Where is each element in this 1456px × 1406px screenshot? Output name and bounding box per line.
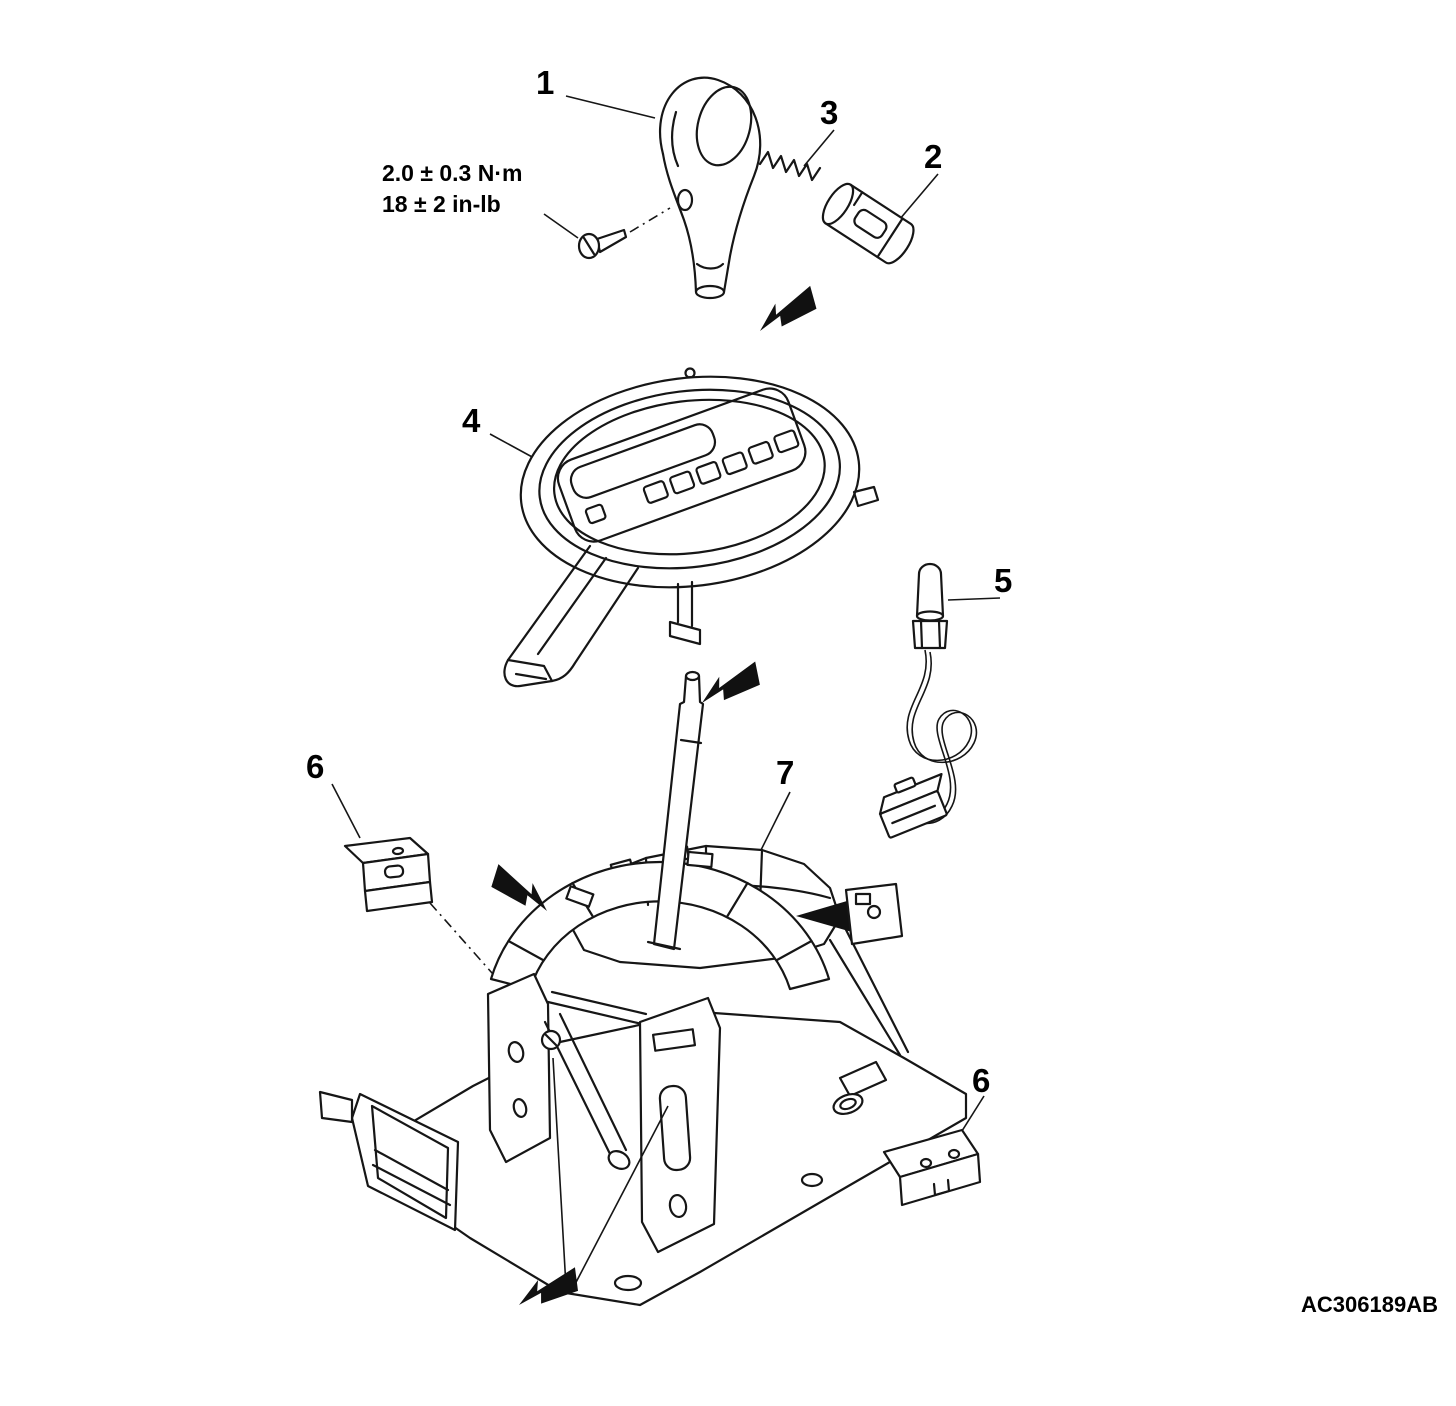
part-label-1: 1 (536, 64, 555, 101)
torque-spec-note: 2.0 ± 0.3 N·m 18 ± 2 in-lb (382, 158, 522, 220)
part-label-3: 3 (820, 94, 839, 131)
base-assembly-drawing (318, 844, 968, 1307)
torque-spec-line2: 18 ± 2 in-lb (382, 191, 501, 217)
figure-code: AC306189AB (1301, 1292, 1438, 1317)
torque-spec-line1: 2.0 ± 0.3 N·m (382, 160, 523, 186)
lock-sleeve-drawing (821, 182, 915, 265)
part-label-2: 2 (924, 138, 943, 175)
part-label-5: 5 (994, 562, 1013, 599)
wire-connector-drawing (878, 772, 948, 839)
bracket-left-drawing (343, 836, 434, 913)
install-arrow-icon (694, 659, 766, 712)
part-label-6-left: 6 (306, 748, 325, 785)
part-label-7: 7 (776, 754, 795, 791)
install-arrow-icon (752, 284, 822, 339)
shift-knob-drawing (658, 76, 762, 300)
bracket-right-drawing (882, 1128, 982, 1207)
part-label-4: 4 (462, 402, 481, 439)
spring-drawing (758, 150, 822, 182)
shift-lock-switch-drawing (878, 562, 978, 839)
indicator-panel-drawing (503, 367, 880, 688)
install-pointer-lines (552, 1057, 669, 1291)
shift-lever-drawing (646, 670, 705, 951)
screw-drawing (577, 228, 628, 260)
part-label-6-right: 6 (972, 1062, 991, 1099)
